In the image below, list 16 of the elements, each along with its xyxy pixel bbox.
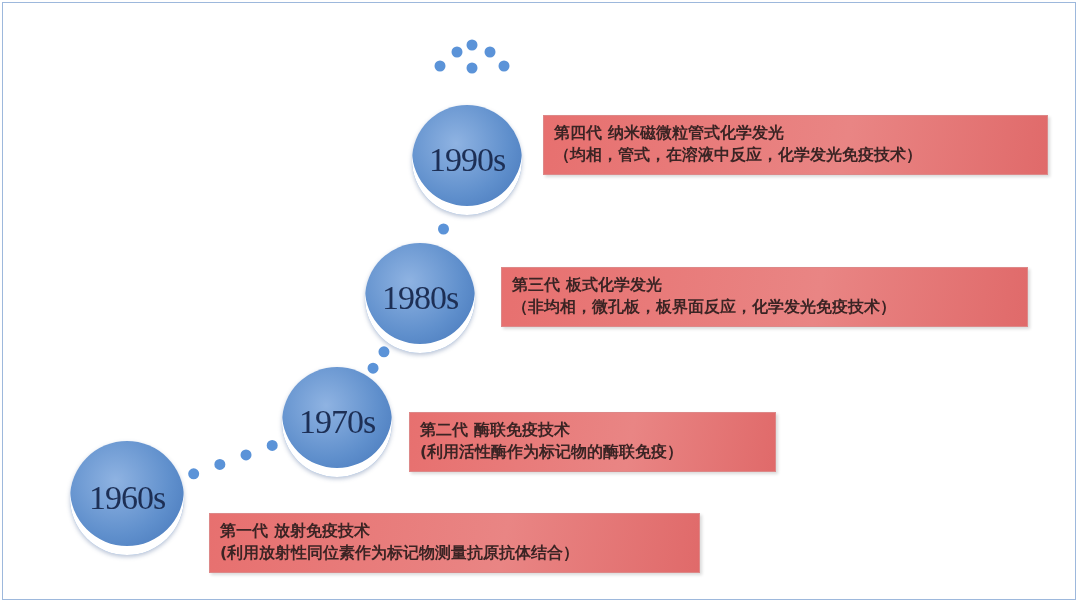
label-box — [543, 115, 1048, 175]
description-text: （均相，管式，在溶液中反应，化学发光免疫技术） — [554, 144, 923, 166]
label-box — [209, 513, 700, 573]
year-circle: 1990s — [412, 105, 522, 215]
year-circle: 1970s — [282, 367, 392, 477]
label-box — [409, 412, 776, 472]
year-circle: 1980s — [365, 243, 475, 353]
label-box — [501, 267, 1028, 327]
heading-text: 第二代 酶联免疫技术 — [420, 419, 571, 441]
year-circle: 1960s — [70, 441, 184, 555]
description-text: （非均相，微孔板，板界面反应，化学发光免疫技术） — [512, 296, 897, 318]
description-text: (利用活性酶作为标记物的酶联免疫） — [420, 441, 685, 463]
heading-text: 第四代 纳米磁微粒管式化学发光 — [554, 122, 785, 144]
heading-text: 第一代 放射免疫技术 — [220, 520, 371, 542]
heading-text: 第三代 板式化学发光 — [512, 274, 663, 296]
description-text: (利用放射性同位素作为标记物测量抗原抗体结合） — [220, 542, 581, 564]
